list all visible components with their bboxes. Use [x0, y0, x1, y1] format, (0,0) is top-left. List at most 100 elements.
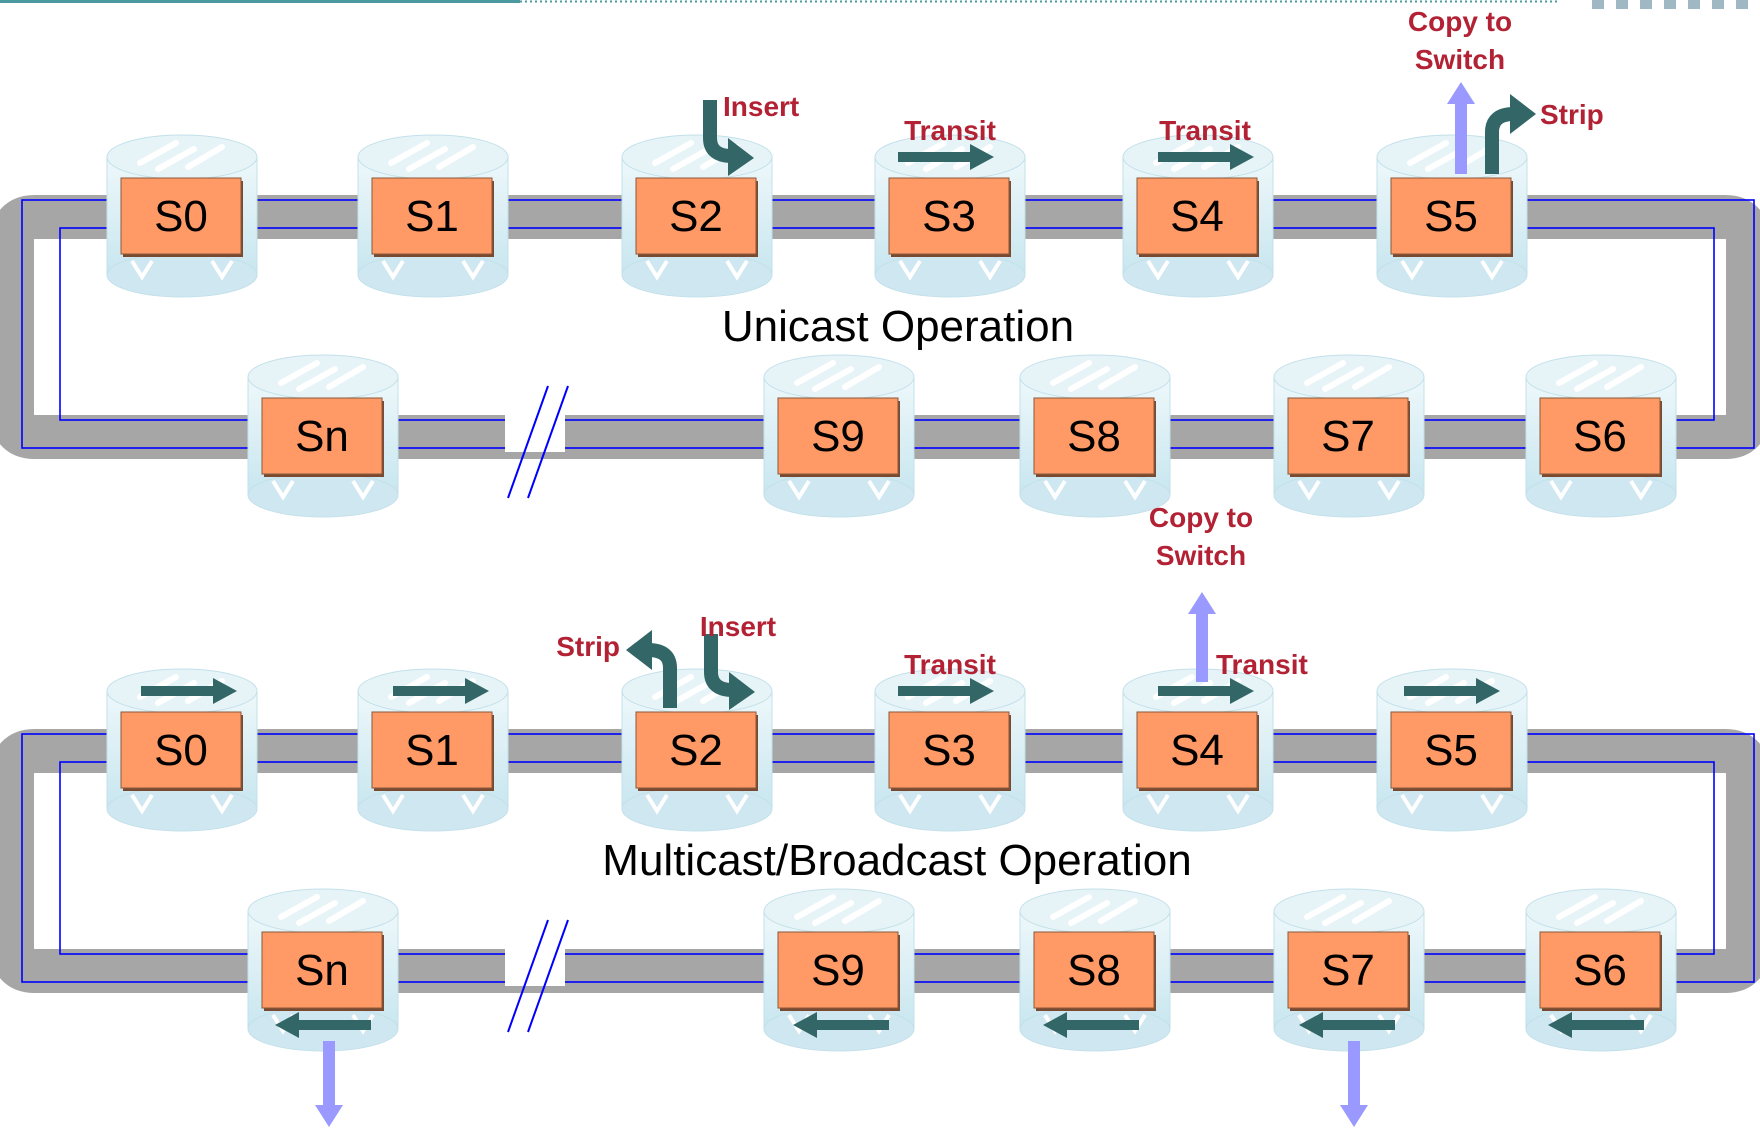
switch-node-label: S9 [811, 412, 865, 461]
switch-node-label: S0 [154, 726, 208, 775]
strip-label: Strip [556, 631, 620, 662]
router-bottom-arrows [645, 793, 749, 815]
switch-node [777, 931, 899, 1009]
router-bottom [621, 252, 773, 298]
switch-node-label: S5 [1424, 192, 1478, 241]
strip-arrow-head [1510, 94, 1536, 134]
switch-node-label: S4 [1170, 726, 1224, 775]
logo-mark [1592, 0, 1748, 9]
logo-block [1640, 0, 1652, 9]
copy-down-arrow-icon [315, 1041, 343, 1127]
router-bottom [247, 472, 399, 518]
router-bottom-arrows [1400, 793, 1504, 815]
switch-node [1136, 177, 1258, 255]
left-arrow-icon [793, 1012, 889, 1038]
right-arrow-icon [1158, 678, 1254, 704]
router-bottom-arrows [130, 793, 234, 815]
copy-down-arrow-icon [1340, 1041, 1368, 1127]
router-bottom [1376, 252, 1528, 298]
router-top-arrows [1304, 360, 1392, 392]
router-bottom-arrows [1146, 793, 1250, 815]
switch-node [1033, 397, 1155, 475]
header-rule [0, 0, 520, 3]
router-bottom [106, 786, 258, 832]
copy-up-arrow-icon [1188, 592, 1216, 682]
switch-node [888, 177, 1010, 255]
router-bottom-arrows [898, 793, 1002, 815]
router-bottom-arrows [787, 479, 891, 501]
logo-block [1712, 0, 1724, 9]
router-top-arrows [794, 360, 882, 392]
transit-label: Transit [1216, 649, 1308, 680]
transit-label: Transit [1159, 115, 1251, 146]
insert-label: Insert [723, 91, 799, 122]
router-bottom [1122, 786, 1274, 832]
ring-break-icon [527, 385, 569, 499]
switch-node [1033, 931, 1155, 1009]
switch-node [371, 711, 493, 789]
transit-label: Transit [904, 115, 996, 146]
switch-node [1390, 177, 1512, 255]
router-bottom [874, 786, 1026, 832]
logo-block [1736, 0, 1748, 9]
router-bottom [1525, 472, 1677, 518]
router-top-arrows [1556, 894, 1644, 926]
switch-node-label: S8 [1067, 412, 1121, 461]
router-top-arrows [794, 894, 882, 926]
insert-arrow-icon [703, 100, 733, 163]
router-bottom-arrows [130, 259, 234, 281]
switch-node [1539, 397, 1661, 475]
left-arrow-icon [1299, 1012, 1395, 1038]
router-bottom [1376, 786, 1528, 832]
router-bottom-arrows [1043, 479, 1147, 501]
transit-label: Transit [904, 649, 996, 680]
router-bottom-arrows [271, 479, 375, 501]
right-arrow-icon [141, 678, 237, 704]
router-top-arrows [278, 894, 366, 926]
switch-node-label: S1 [405, 726, 459, 775]
switch-node-label: S7 [1321, 412, 1375, 461]
router-bottom-arrows [1400, 259, 1504, 281]
switch-node-label: S2 [669, 726, 723, 775]
router-top-arrows [1304, 894, 1392, 926]
strip-label: Strip [1540, 99, 1604, 130]
switch-node-label: S1 [405, 192, 459, 241]
right-arrow-icon [1404, 678, 1500, 704]
switch-node [261, 397, 383, 475]
switch-node [261, 931, 383, 1009]
router-bottom [357, 252, 509, 298]
ring-break-icon [507, 385, 549, 499]
router-bottom [1273, 472, 1425, 518]
switch-node-label: S5 [1424, 726, 1478, 775]
router-top-arrows [1050, 360, 1138, 392]
switch-node [1390, 711, 1512, 789]
insert-arrow-icon [704, 634, 734, 697]
logo-block [1664, 0, 1676, 9]
router-bottom [106, 252, 258, 298]
copy-up-arrow-icon [1447, 82, 1475, 174]
router-top-arrows [1556, 360, 1644, 392]
left-arrow-icon [1548, 1012, 1644, 1038]
router-bottom [763, 472, 915, 518]
right-arrow-icon [1158, 144, 1254, 170]
switch-node [635, 177, 757, 255]
switch-node [120, 711, 242, 789]
router-bottom-arrows [1549, 479, 1653, 501]
switch-node [120, 177, 242, 255]
logo-block [1592, 0, 1604, 9]
switch-node [1287, 397, 1409, 475]
panel-title: Multicast/Broadcast Operation [602, 836, 1191, 885]
router-bottom [357, 786, 509, 832]
switch-node-label: Sn [295, 412, 349, 461]
switch-node-label: S3 [922, 192, 976, 241]
switch-node-label: S3 [922, 726, 976, 775]
switch-node-label: S6 [1573, 946, 1627, 995]
switch-node [777, 397, 899, 475]
switch-node [635, 711, 757, 789]
router-bottom [621, 786, 773, 832]
router-top-arrows [278, 360, 366, 392]
router-bottom-arrows [1146, 259, 1250, 281]
